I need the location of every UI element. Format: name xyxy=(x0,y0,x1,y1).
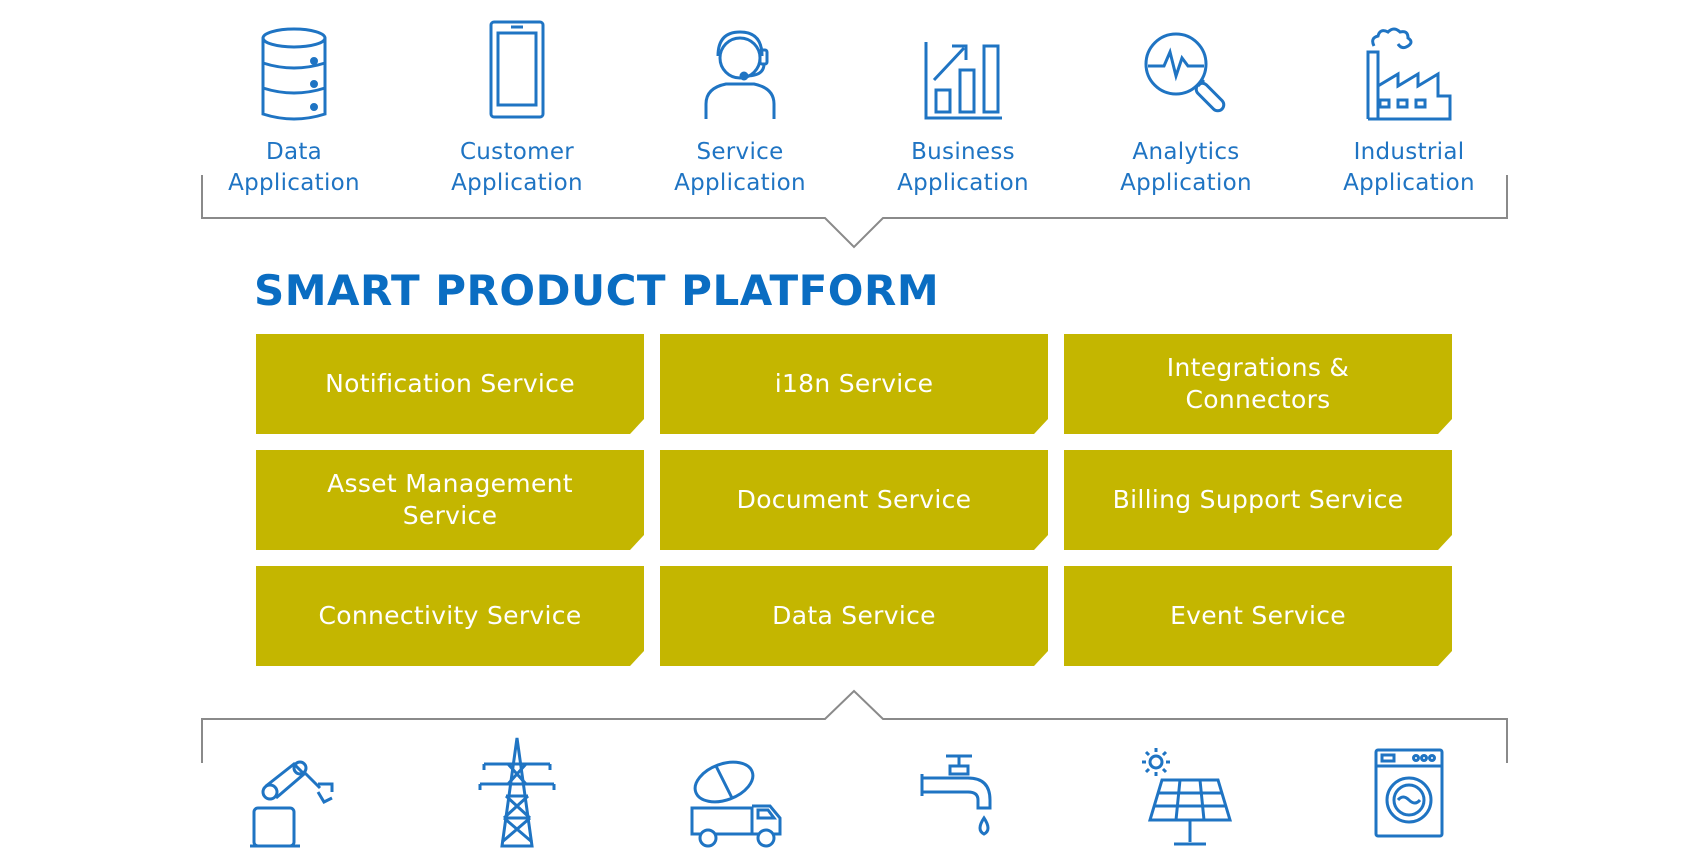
platform-title: SMART PRODUCT PLATFORM xyxy=(254,266,940,315)
magnifier-pulse-icon xyxy=(1140,16,1232,121)
power-pylon-icon xyxy=(478,734,556,850)
factory-icon xyxy=(1364,16,1454,121)
top-bracket xyxy=(201,175,1508,249)
service-tile-event: Event Service xyxy=(1064,566,1452,666)
app-label-line2: Application xyxy=(674,170,806,196)
app-label-line1: Business xyxy=(911,139,1015,165)
bar-chart-growth-icon xyxy=(922,16,1004,121)
app-label-line2: Application xyxy=(897,170,1029,196)
service-tile-connectivity: Connectivity Service xyxy=(256,566,644,666)
robot-arm-icon xyxy=(248,758,346,850)
service-tile-asset-management: Asset Management Service xyxy=(256,450,644,550)
app-label-line1: Service xyxy=(696,139,784,165)
app-label-line2: Application xyxy=(451,170,583,196)
service-tile-billing-support: Billing Support Service xyxy=(1064,450,1452,550)
service-tile-notification: Notification Service xyxy=(256,334,644,434)
service-tile-i18n: i18n Service xyxy=(660,334,1048,434)
app-label-line1: Data xyxy=(265,139,323,165)
bottom-bracket xyxy=(201,689,1508,763)
washing-machine-icon xyxy=(1372,746,1444,838)
smartphone-icon xyxy=(487,16,547,121)
app-label-line2: Application xyxy=(1343,170,1475,196)
cement-truck-icon xyxy=(688,758,788,850)
app-label-line1: Customer xyxy=(459,139,575,165)
app-label-line2: Application xyxy=(228,170,360,196)
service-tile-document: Document Service xyxy=(660,450,1048,550)
database-icon xyxy=(259,16,329,121)
app-label-line1: Analytics xyxy=(1132,139,1240,165)
headset-agent-icon xyxy=(700,16,780,121)
water-tap-icon xyxy=(920,750,1000,840)
service-tile-integrations: Integrations & Connectors xyxy=(1064,334,1452,434)
service-tile-data: Data Service xyxy=(660,566,1048,666)
solar-panel-icon xyxy=(1142,746,1234,850)
app-label-line1: Industrial xyxy=(1353,139,1465,165)
app-label-line2: Application xyxy=(1120,170,1252,196)
